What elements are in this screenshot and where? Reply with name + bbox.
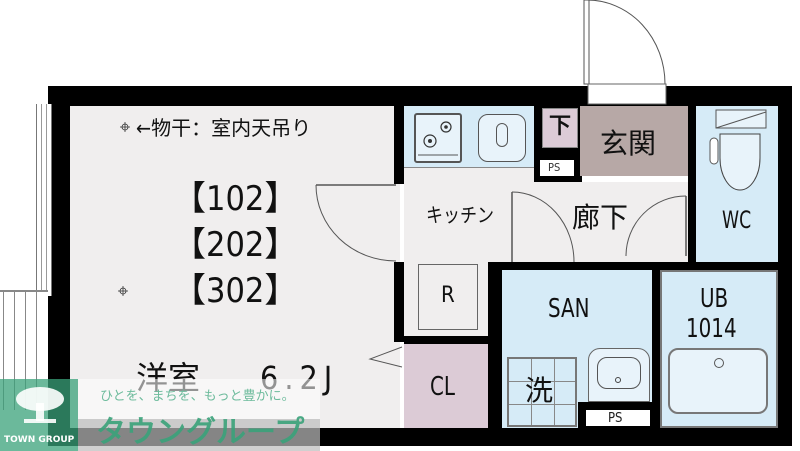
wall-kitchen-closet	[404, 336, 490, 344]
closet-door[interactable]	[366, 345, 406, 385]
brand-en: TOWN GROUP	[4, 435, 75, 445]
wall-right	[778, 86, 792, 446]
room-western	[70, 106, 400, 428]
shoe-box-label: 下	[549, 114, 572, 139]
unit-number-2: 【202】	[172, 225, 299, 265]
hallway-label: 廊下	[572, 201, 629, 234]
window-left	[36, 104, 52, 296]
ps-bottom-label: PS	[608, 411, 623, 426]
brand-jp: タウングループ	[96, 415, 305, 450]
hallway-door-right[interactable]	[624, 195, 694, 266]
marker-2	[118, 286, 128, 296]
wall-western-kitchen	[394, 106, 404, 184]
ps-top: PS	[540, 160, 574, 176]
western-room-door[interactable]	[315, 183, 400, 263]
room-entrance	[580, 106, 688, 176]
washer-label: 洗	[525, 374, 554, 407]
hallway-door-left[interactable]	[510, 190, 580, 270]
wall-top	[48, 86, 792, 106]
room-hallway	[536, 182, 688, 262]
shoe-box: 下	[542, 108, 578, 148]
kitchen-sink-icon	[478, 114, 526, 162]
wall-mid-vertical	[488, 262, 502, 428]
wall-wc-left	[688, 106, 696, 262]
stove-icon	[414, 113, 462, 163]
entrance-label: 玄関	[600, 127, 657, 160]
unit-bath-label-2: 1014	[686, 314, 737, 344]
room-unit-bath	[660, 270, 778, 428]
refrigerator-space: R	[418, 264, 478, 330]
kitchen-label: キッチン	[426, 203, 494, 227]
watermark-logo: TOWN GROUP	[0, 379, 78, 451]
watermark-banner: ひとを、まちを、もっと豊かに。 タウングループ	[78, 379, 320, 451]
unit-number-3: 【302】	[172, 271, 299, 311]
sanitary-label: SAN	[548, 294, 590, 324]
clothes-hanger-marker	[120, 122, 130, 132]
clothes-hanger-annotation: ←物干：室内天吊り	[136, 116, 312, 140]
unit-bath-label-1: UB	[700, 284, 729, 314]
wash-basin-icon	[588, 348, 650, 402]
ps-bottom: PS	[586, 410, 650, 426]
room-closet[interactable]: CL	[404, 344, 488, 428]
unit-number-1: 【102】	[172, 179, 299, 219]
wall-western-closet	[394, 262, 404, 342]
toilet-icon	[708, 108, 768, 194]
wall-san-ub	[652, 270, 660, 428]
wall-mid-horizontal	[488, 262, 778, 270]
ps-top-label: PS	[548, 161, 561, 174]
tree-icon	[16, 387, 64, 423]
entrance-door[interactable]	[583, 0, 667, 105]
watermark: TOWN GROUP ひとを、まちを、もっと豊かに。 タウングループ	[0, 379, 320, 451]
tagline: ひとを、まちを、もっと豊かに。	[100, 389, 295, 404]
wall-left	[48, 86, 70, 446]
wc-label: WC	[722, 206, 752, 234]
refrigerator-label: R	[441, 283, 455, 308]
washer-pan: 洗	[507, 357, 577, 427]
closet-label: CL	[430, 372, 455, 402]
